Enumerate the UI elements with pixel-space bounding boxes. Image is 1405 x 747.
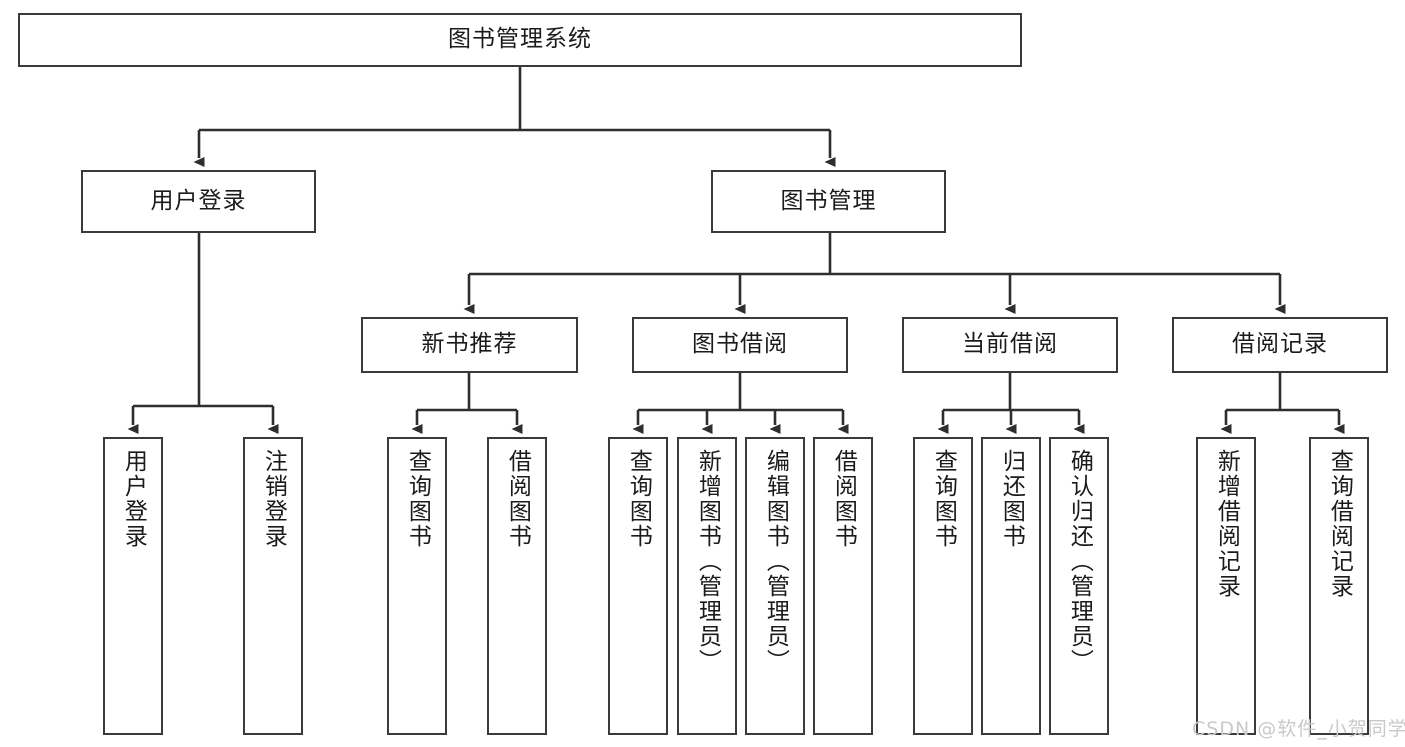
node-user-login[interactable]: 用户登录 <box>81 170 316 233</box>
leaf-add-book-admin[interactable]: 新增图书（管理员） <box>677 437 737 735</box>
leaf-add-borrow-record[interactable]: 新增借阅记录 <box>1196 437 1256 735</box>
node-label: 注销登录 <box>260 449 287 549</box>
node-label: 借阅图书 <box>830 449 857 549</box>
node-label: 查询图书 <box>404 449 431 549</box>
csdn-watermark: CSDN @软件_小贺同学 <box>1192 718 1405 740</box>
node-label: 图书借阅 <box>692 331 788 358</box>
node-label: 编辑图书（管理员） <box>762 449 789 674</box>
node-label: 用户登录 <box>120 449 147 549</box>
node-label: 图书管理 <box>780 187 877 214</box>
node-label: 用户登录 <box>150 187 247 214</box>
node-current-borrow[interactable]: 当前借阅 <box>902 317 1118 373</box>
node-label: 确认归还（管理员） <box>1066 449 1093 674</box>
node-borrow-records[interactable]: 借阅记录 <box>1172 317 1388 373</box>
leaf-edit-book-admin[interactable]: 编辑图书（管理员） <box>745 437 805 735</box>
leaf-borrow-books[interactable]: 借阅图书 <box>813 437 873 735</box>
node-label: 图书管理系统 <box>448 26 592 53</box>
node-label: 查询图书 <box>930 449 957 549</box>
leaf-confirm-return-admin[interactable]: 确认归还（管理员） <box>1049 437 1109 735</box>
leaf-return-books[interactable]: 归还图书 <box>981 437 1041 735</box>
node-label: 查询借阅记录 <box>1326 449 1353 599</box>
node-label: 查询图书 <box>625 449 652 549</box>
node-label: 新增借阅记录 <box>1213 449 1240 599</box>
leaf-query-books-current[interactable]: 查询图书 <box>913 437 973 735</box>
leaf-borrow-books-recommend[interactable]: 借阅图书 <box>487 437 547 735</box>
leaf-user-logout[interactable]: 注销登录 <box>243 437 303 735</box>
leaf-user-login[interactable]: 用户登录 <box>103 437 163 735</box>
node-label: 新书推荐 <box>421 331 518 358</box>
node-book-borrow[interactable]: 图书借阅 <box>632 317 848 373</box>
leaf-query-books-borrow[interactable]: 查询图书 <box>608 437 668 735</box>
node-label: 新增图书（管理员） <box>694 449 721 674</box>
node-label: 当前借阅 <box>962 331 1058 358</box>
leaf-query-books-recommend[interactable]: 查询图书 <box>387 437 447 735</box>
leaf-query-borrow-record[interactable]: 查询借阅记录 <box>1309 437 1369 735</box>
node-label: 归还图书 <box>998 449 1025 549</box>
node-root-system[interactable]: 图书管理系统 <box>18 13 1022 67</box>
node-new-book-recommend[interactable]: 新书推荐 <box>361 317 578 373</box>
node-label: 借阅记录 <box>1232 331 1328 358</box>
node-book-management[interactable]: 图书管理 <box>711 170 946 233</box>
node-label: 借阅图书 <box>504 449 531 549</box>
